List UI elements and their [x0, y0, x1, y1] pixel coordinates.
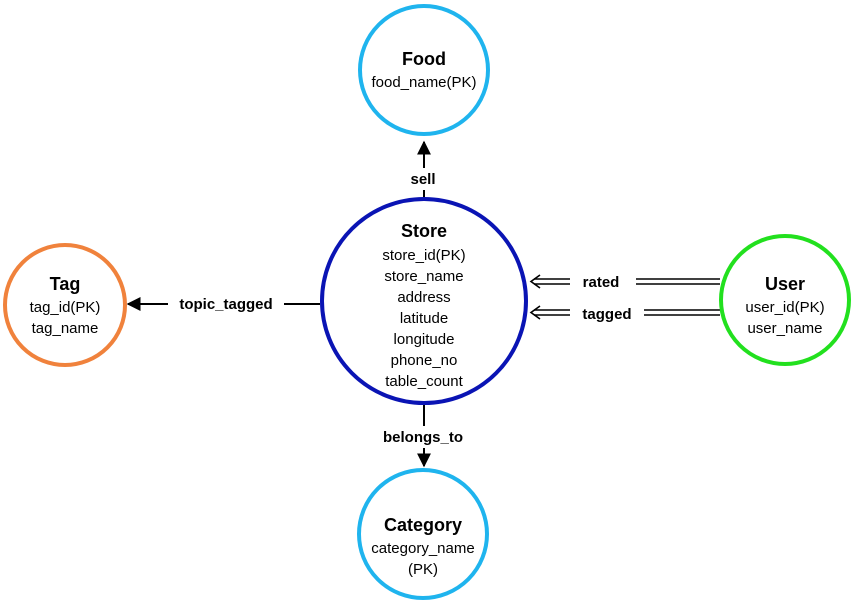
node-attr: longitude — [394, 331, 455, 348]
edge-label-rated: rated — [583, 274, 620, 291]
edge-label-belongs-to: belongs_to — [383, 429, 463, 446]
edge-label-tagged: tagged — [582, 306, 631, 323]
node-title-tag: Tag — [50, 274, 81, 294]
node-attr: category_name — [371, 540, 474, 557]
node-title-user: User — [765, 274, 805, 294]
edge-label-topic-tagged: topic_tagged — [179, 296, 272, 313]
edge-tagged: tagged — [529, 302, 720, 324]
node-user: User user_id(PK) user_name — [719, 234, 851, 366]
node-tag: Tag tag_id(PK) tag_name — [3, 243, 127, 367]
edge-topic-tagged: topic_tagged — [126, 293, 320, 315]
node-title-food: Food — [402, 49, 446, 69]
node-attr: store_id(PK) — [382, 247, 465, 264]
edge-rated: rated — [529, 270, 720, 292]
node-attr: user_id(PK) — [745, 299, 824, 316]
node-attr: food_name(PK) — [371, 74, 476, 91]
node-attr: user_name — [747, 320, 822, 337]
node-attr: store_name — [384, 268, 463, 285]
node-attr: table_count — [385, 373, 463, 390]
node-title-store: Store — [401, 221, 447, 241]
node-attr: latitude — [400, 310, 448, 327]
node-category: Category category_name (PK) — [357, 468, 489, 600]
node-store: Store store_id(PK) store_name address la… — [320, 197, 528, 405]
edge-belongs-to: belongs_to — [370, 398, 476, 468]
node-attr: tag_id(PK) — [30, 299, 101, 316]
node-attr: address — [397, 289, 450, 306]
node-attr: phone_no — [391, 352, 458, 369]
node-food: Food food_name(PK) — [358, 4, 490, 136]
node-attr: (PK) — [408, 561, 438, 578]
edge-sell: sell — [402, 140, 446, 200]
edge-label-sell: sell — [410, 171, 435, 188]
node-attr: tag_name — [32, 320, 99, 337]
node-title-category: Category — [384, 515, 462, 535]
